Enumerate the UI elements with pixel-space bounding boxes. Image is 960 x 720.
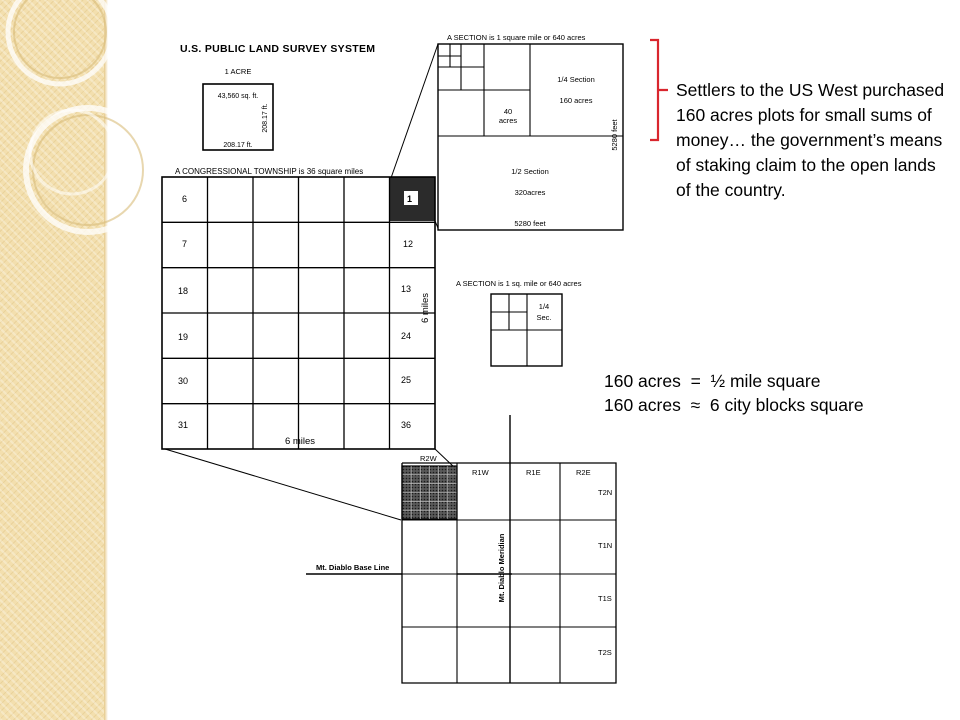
range-label: R2W: [420, 454, 438, 463]
acre-side-right: 208.17 ft.: [262, 103, 269, 132]
decorative-rings: [5, 0, 153, 235]
red-bracket: [650, 38, 668, 142]
section-number: 12: [403, 239, 413, 249]
section-detail-diagram: A SECTION is 1 square mile or 640 acres …: [437, 33, 624, 231]
section-small-diagram: A SECTION is 1 sq. mile or 640 acres 1/4…: [456, 279, 582, 367]
section-number: 18: [178, 286, 188, 296]
caption-text: Settlers to the US West purchased 160 ac…: [676, 80, 945, 200]
acre-label: 1 ACRE: [225, 67, 252, 76]
meridian-label: Mt. Diablo Meridian: [497, 533, 506, 602]
quarter-section-acres: 160 acres: [560, 96, 593, 105]
township-grid: [161, 176, 436, 450]
township-label: T1S: [598, 594, 612, 603]
section-number: 19: [178, 332, 188, 342]
section-number: 31: [178, 420, 188, 430]
range-label: R2E: [576, 468, 591, 477]
forty-acres-label: 40: [504, 107, 512, 116]
equation-city-blocks: 160 acres ≈ 6 city blocks square: [604, 395, 864, 415]
half-section-label: 1/2 Section: [511, 167, 549, 176]
base-line-label: Mt. Diablo Base Line: [316, 563, 389, 572]
small-quarter-unit: Sec.: [536, 313, 551, 322]
acre-area: 43,560 sq. ft.: [218, 93, 259, 100]
range-township-map: R2W R1W R1E R2E T2N T1N T1S T2S Mt. Diab…: [306, 415, 617, 684]
range-label: R1W: [472, 468, 490, 477]
township-width-label: 6 miles: [285, 436, 315, 447]
township-height-label: 6 miles: [420, 293, 431, 323]
acre-side-bottom: 208.17 ft.: [223, 142, 252, 149]
section-number: 6: [182, 194, 187, 204]
section-number: 1: [407, 194, 412, 204]
forty-acres-unit: acres: [499, 116, 518, 125]
township-label: T1N: [598, 541, 612, 550]
acre-square: [202, 83, 274, 151]
township-section-1-label-box: [404, 191, 418, 205]
figure-title: U.S. PUBLIC LAND SURVEY SYSTEM: [180, 43, 375, 55]
acre-diagram: 1 ACRE 43,560 sq. ft. 208.17 ft. 208.17 …: [202, 67, 274, 151]
section-small-title: A SECTION is 1 sq. mile or 640 acres: [456, 279, 582, 288]
section-bottom-dimension: 5280 feet: [514, 219, 546, 228]
quarter-section-label: 1/4 Section: [557, 75, 595, 84]
township-title: A CONGRESSIONAL TOWNSHIP is 36 square mi…: [175, 167, 363, 176]
township-label: T2S: [598, 648, 612, 657]
equation-half-mile: 160 acres = ½ mile square: [604, 371, 821, 391]
half-section-acres: 320acres: [515, 188, 546, 197]
range-label: R1E: [526, 468, 541, 477]
section-side-dimension: 5280 feet: [610, 118, 619, 150]
sidebar-edge: [104, 0, 108, 720]
small-quarter-label: 1/4: [539, 302, 549, 311]
section-number: 30: [178, 376, 188, 386]
section-number: 36: [401, 420, 411, 430]
connector-lines: [164, 43, 456, 521]
section-number: 25: [401, 375, 411, 385]
township-diagram: A CONGRESSIONAL TOWNSHIP is 36 square mi…: [161, 167, 436, 450]
township-label: T2N: [598, 488, 612, 497]
section-detail-title: A SECTION is 1 square mile or 640 acres: [447, 33, 586, 42]
section-number: 13: [401, 284, 411, 294]
section-number: 24: [401, 331, 411, 341]
section-number: 7: [182, 239, 187, 249]
